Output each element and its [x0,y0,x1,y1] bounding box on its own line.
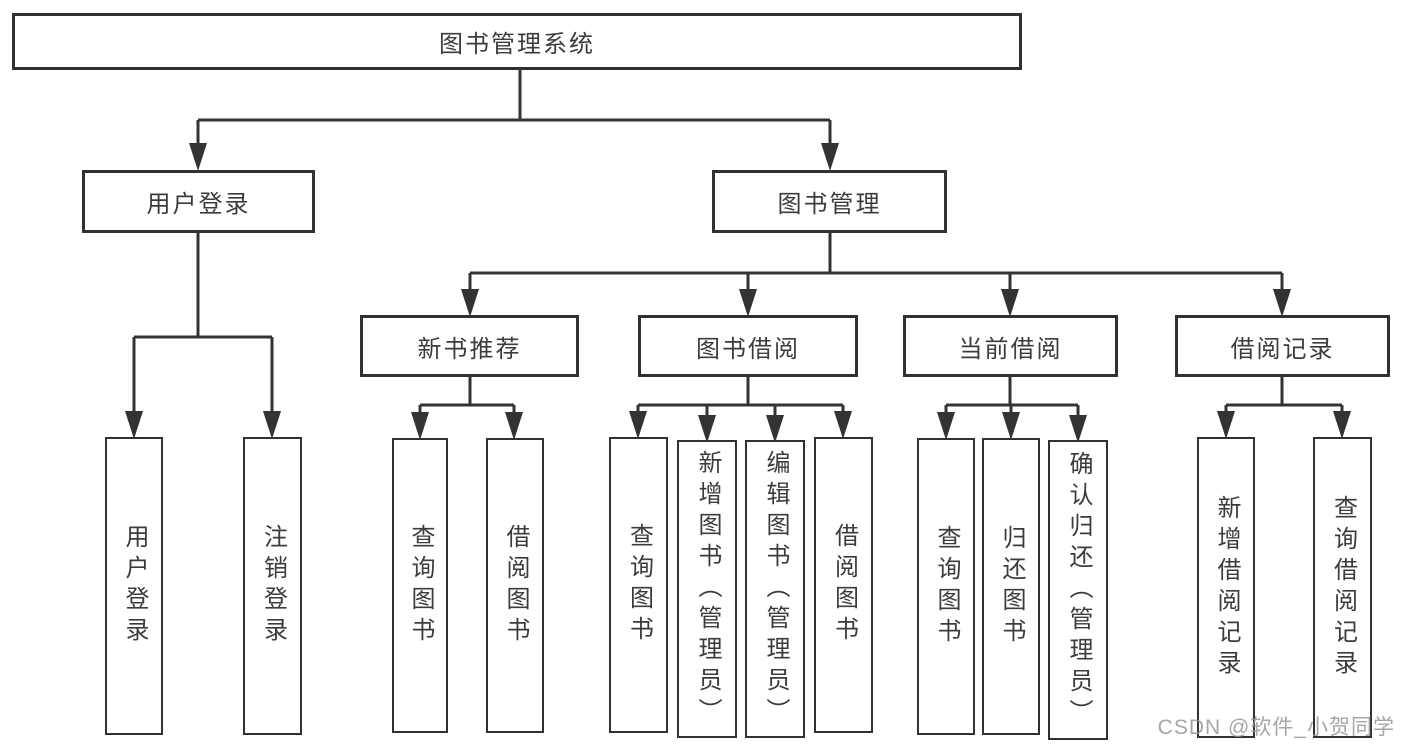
node-label: 图书借阅 [696,335,800,363]
node-library-system: 图书管理系统 [12,13,1022,70]
node-add-books-admin: 新增图书（管理员） [677,440,737,738]
node-book-borrowing: 图书借阅 [638,315,858,377]
node-current-borrowing: 当前借阅 [903,315,1118,377]
node-book-management: 图书管理 [712,170,947,233]
node-label: 新书推荐 [417,335,522,363]
node-new-book-recommendation: 新书推荐 [360,315,579,377]
node-label: 注销登录 [259,524,287,648]
node-query-borrow-record: 查询借阅记录 [1313,437,1372,738]
node-label: 查询图书 [625,523,653,647]
node-query-books-1: 查询图书 [392,438,448,733]
node-label: 查询借阅记录 [1329,494,1357,681]
node-label: 新增图书（管理员） [694,449,721,729]
node-label: 查询图书 [933,524,960,649]
node-label: 编辑图书（管理员） [762,449,789,729]
node-query-books-3: 查询图书 [917,438,975,735]
node-label: 图书管理 [777,191,882,218]
node-edit-books-admin: 编辑图书（管理员） [745,440,805,738]
arrowhead-icons [125,143,1351,443]
node-user-login: 用户登录 [82,170,315,233]
node-add-borrow-record: 新增借阅记录 [1197,437,1255,738]
node-confirm-return-admin: 确认归还（管理员） [1048,440,1108,740]
node-borrow-books-1: 借阅图书 [486,438,544,733]
node-label: 归还图书 [998,524,1025,649]
node-label: 确认归还（管理员） [1065,450,1092,730]
node-borrow-books-2: 借阅图书 [814,437,873,733]
node-label: 借阅记录 [1230,335,1335,363]
node-user-login-action: 用户登录 [105,437,163,735]
node-logout-action: 注销登录 [243,437,302,735]
node-label: 用户登录 [121,524,148,648]
node-return-books: 归还图书 [982,438,1040,735]
node-label: 新增借阅记录 [1213,494,1240,681]
node-label: 用户登录 [146,191,251,218]
watermark: CSDN @软件_小贺同学 [1157,716,1395,739]
node-label: 借阅图书 [502,523,529,648]
node-label: 当前借阅 [958,335,1063,363]
node-label: 图书管理系统 [439,31,595,58]
node-query-books-2: 查询图书 [609,437,668,733]
node-label: 借阅图书 [830,523,858,647]
node-label: 查询图书 [407,523,434,648]
node-borrowing-records: 借阅记录 [1175,315,1390,377]
